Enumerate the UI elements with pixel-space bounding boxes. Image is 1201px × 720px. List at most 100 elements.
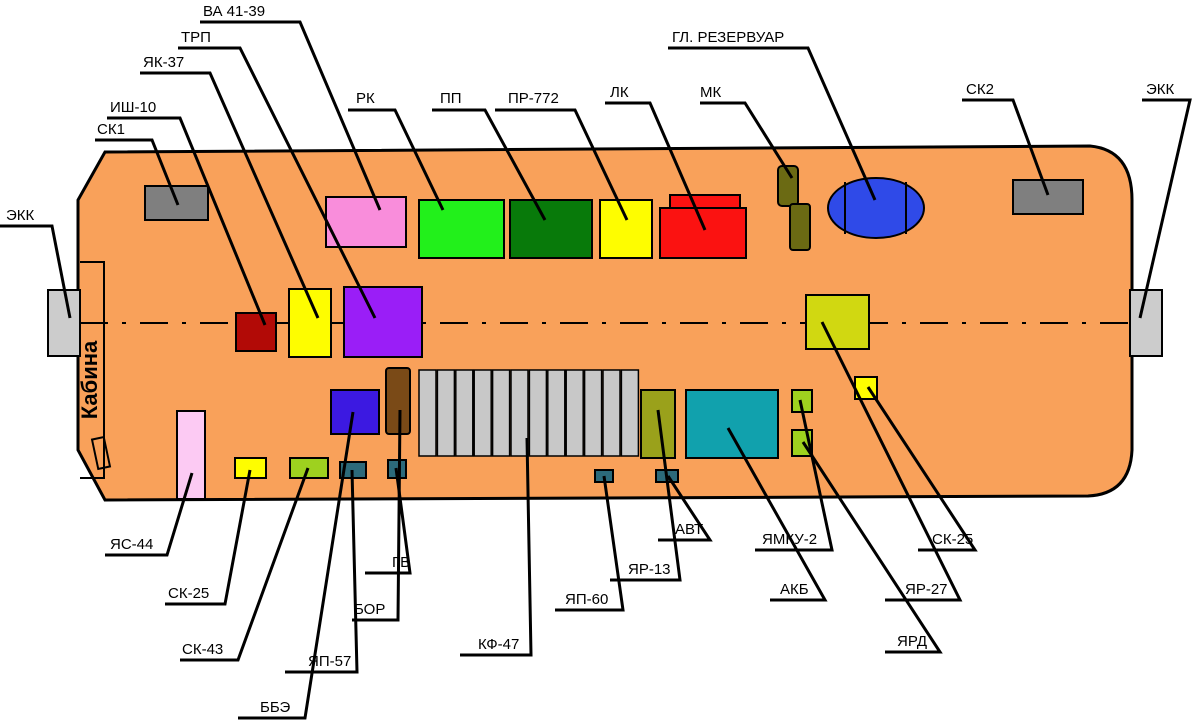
leader-sk25-right	[866, 386, 978, 552]
leader-ys44	[105, 472, 194, 557]
trp-box	[343, 286, 423, 358]
label-rk: РК	[356, 90, 375, 107]
gv-box	[385, 367, 411, 435]
sk25-left-box	[234, 457, 267, 479]
leader-yak37	[140, 71, 320, 319]
label-sk43: СК-43	[182, 641, 223, 658]
kf47-rib	[620, 369, 640, 457]
label-lk: ЛК	[610, 84, 629, 101]
leader-pr772	[495, 108, 629, 221]
yar13-box	[640, 389, 676, 459]
kf47-rib	[602, 369, 621, 457]
leader-sk25-left	[165, 469, 252, 606]
kf47-rib	[510, 369, 529, 457]
label-sk2: СК2	[966, 81, 994, 98]
label-yap57: ЯП-57	[308, 653, 351, 670]
mk-box-top	[777, 165, 799, 207]
leader-avt	[658, 475, 713, 542]
gl-rezervuar-shape	[827, 177, 925, 239]
labels: ЭКК СК1 ИШ-10 ЯК-37 ТРП ВА 41-39 РК ПП П…	[6, 3, 1175, 716]
yar27-box	[805, 294, 870, 350]
label-ys44: ЯС-44	[110, 536, 153, 553]
ekk-right-box	[1129, 289, 1163, 357]
leader-yard	[801, 441, 943, 654]
cab-label: Кабина	[77, 340, 102, 419]
label-va4139: ВА 41-39	[203, 3, 265, 20]
leader-ish10	[107, 116, 267, 326]
label-ekk-left: ЭКК	[6, 207, 35, 224]
kf47-rib	[528, 369, 548, 457]
label-sk25-left: СК-25	[168, 585, 209, 602]
kf47-rib	[547, 369, 566, 457]
kf47-rib	[565, 369, 584, 457]
label-mk: МК	[700, 84, 721, 101]
label-gl-rezervuar: ГЛ. РЕЗЕРВУАР	[672, 29, 784, 46]
leader-lk	[605, 101, 707, 231]
leader-yar13	[610, 409, 682, 582]
label-yar27: ЯР-27	[905, 581, 948, 598]
leader-pp	[432, 108, 547, 221]
leader-mk	[700, 101, 794, 179]
ish10-box	[235, 312, 277, 352]
pr772-box	[509, 199, 593, 259]
label-yar13: ЯР-13	[628, 561, 671, 578]
lk-box	[599, 199, 653, 259]
leader-gv	[365, 467, 412, 575]
cab-strip	[80, 261, 105, 479]
leader-va4139	[200, 20, 382, 211]
sk43-box	[289, 457, 329, 479]
lk2-box	[659, 207, 747, 259]
leader-yap60	[555, 475, 625, 612]
label-pp: ПП	[440, 90, 462, 107]
cab-door	[90, 435, 112, 471]
label-ekk-right: ЭКК	[1146, 81, 1175, 98]
blue-box	[330, 389, 380, 435]
label-yak37: ЯК-37	[143, 54, 184, 71]
label-sk1: СК1	[97, 121, 125, 138]
label-gv: ГВ	[392, 554, 410, 571]
leader-sk1	[95, 138, 180, 206]
label-yamku2: ЯМКУ-2	[762, 531, 817, 548]
ekk-left-box	[47, 289, 81, 357]
ys44-box	[176, 410, 206, 500]
kf47-resistor-bank	[418, 369, 640, 457]
label-avt: АВТ	[675, 521, 703, 538]
sk2-box	[1012, 179, 1084, 215]
label-pr772: ПР-772	[508, 90, 559, 107]
pp-box	[418, 199, 505, 259]
kf47-rib	[473, 369, 492, 457]
rk-box	[325, 196, 407, 248]
label-trp: ТРП	[181, 29, 211, 46]
kf47-rib	[436, 369, 456, 457]
leader-ekk-right	[1138, 98, 1192, 319]
leader-yap57	[285, 469, 359, 674]
label-yap60: ЯП-60	[565, 591, 608, 608]
leader-gl-rezervuar	[668, 46, 877, 201]
mk-box-bottom	[789, 203, 811, 251]
leader-yamku2	[755, 399, 834, 552]
label-bor: БОР	[354, 601, 385, 618]
label-bbe: ББЭ	[260, 699, 291, 716]
kf47-rib	[583, 369, 603, 457]
label-sk25-right: СК-25	[932, 531, 973, 548]
leader-kf47	[460, 437, 533, 657]
label-ish10: ИШ-10	[110, 99, 156, 116]
leader-lines	[0, 20, 1192, 720]
leader-sk43	[180, 467, 310, 662]
leader-ekk-left	[0, 224, 72, 319]
akb-box	[685, 389, 779, 459]
leader-rk	[348, 108, 445, 211]
leader-akb	[726, 427, 828, 602]
kf47-rib	[491, 369, 511, 457]
leader-bor	[352, 409, 402, 622]
kf47-rib	[455, 369, 474, 457]
leader-sk2	[962, 98, 1050, 196]
label-kf47: КФ-47	[478, 636, 519, 653]
kf47-rib	[418, 369, 437, 457]
leader-bbe	[238, 411, 355, 720]
label-yard: ЯРД	[897, 633, 927, 650]
label-akb: АКБ	[780, 581, 809, 598]
leader-trp	[178, 46, 377, 319]
leader-yar27	[820, 321, 963, 602]
